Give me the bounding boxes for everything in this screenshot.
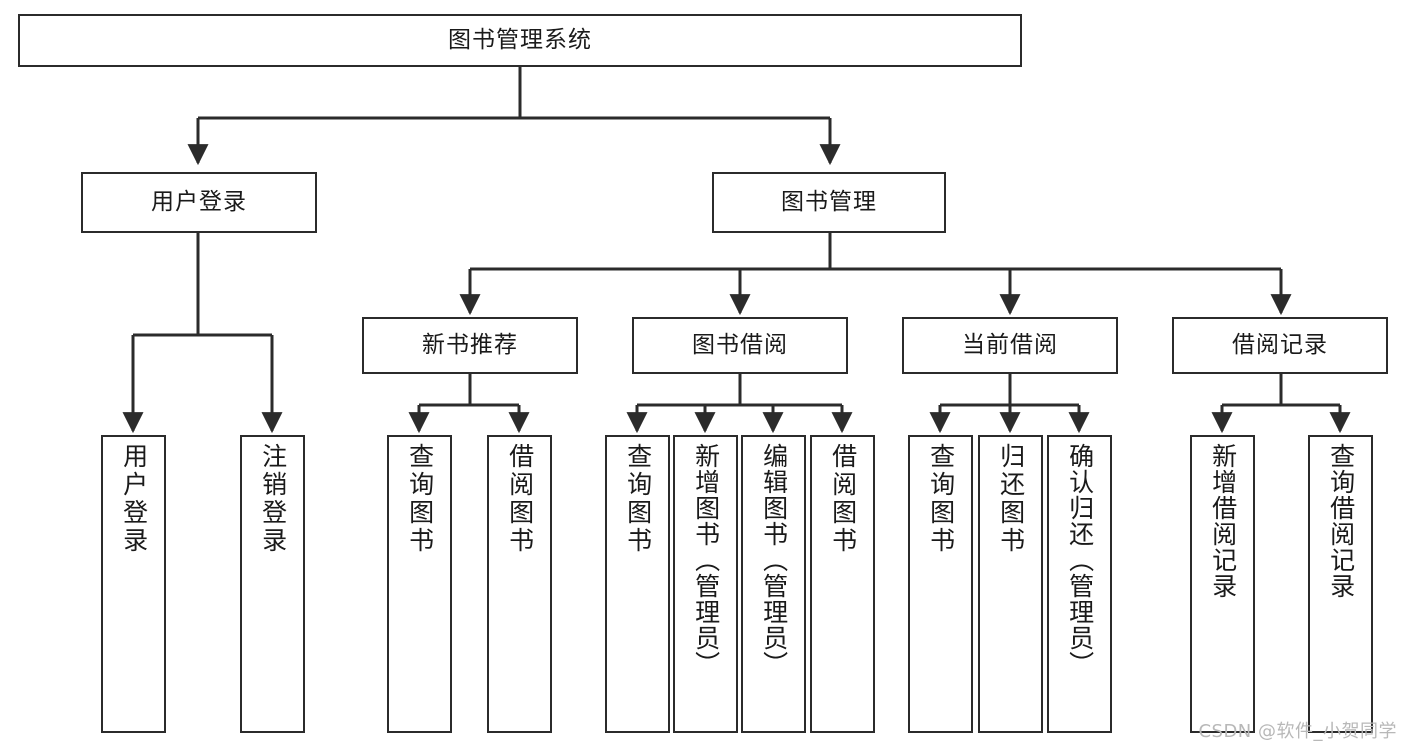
node-label: 借阅记录	[1232, 331, 1328, 358]
leaf-user-login-signout[interactable]: 注销登录	[240, 435, 305, 733]
node-book-borrow[interactable]: 图书借阅	[632, 317, 848, 374]
node-label: 图书借阅	[692, 331, 788, 358]
node-borrow-record[interactable]: 借阅记录	[1172, 317, 1388, 374]
leaf-book-borrow-add-admin[interactable]: 新增图书（管理员）	[673, 435, 738, 733]
node-label: 编辑图书（管理员）	[759, 443, 789, 677]
node-label: 图书管理系统	[448, 26, 592, 53]
leaf-borrow-record-add[interactable]: 新增借阅记录	[1190, 435, 1255, 733]
node-label: 用户登录	[151, 188, 247, 215]
node-label: 注销登录	[258, 443, 288, 555]
leaf-book-borrow-edit-admin[interactable]: 编辑图书（管理员）	[741, 435, 806, 733]
node-label: 新增借阅记录	[1208, 443, 1238, 599]
node-current-borrow[interactable]: 当前借阅	[902, 317, 1118, 374]
node-label: 新增图书（管理员）	[691, 443, 721, 677]
node-label: 查询图书	[926, 443, 956, 555]
node-label: 查询图书	[623, 443, 653, 555]
watermark-text: CSDN @软件_小贺同学	[1198, 721, 1397, 742]
node-label: 新书推荐	[422, 331, 518, 358]
leaf-new-book-query[interactable]: 查询图书	[387, 435, 452, 733]
leaf-current-borrow-return[interactable]: 归还图书	[978, 435, 1043, 733]
node-label: 借阅图书	[828, 443, 858, 555]
node-user-login[interactable]: 用户登录	[81, 172, 317, 233]
node-label: 用户登录	[119, 443, 149, 555]
leaf-current-borrow-query[interactable]: 查询图书	[908, 435, 973, 733]
leaf-user-login-signin[interactable]: 用户登录	[101, 435, 166, 733]
leaf-borrow-record-query[interactable]: 查询借阅记录	[1308, 435, 1373, 733]
leaf-book-borrow-query[interactable]: 查询图书	[605, 435, 670, 733]
leaf-new-book-borrow[interactable]: 借阅图书	[487, 435, 552, 733]
node-label: 查询借阅记录	[1326, 443, 1356, 599]
node-label: 借阅图书	[505, 443, 535, 555]
node-root-system[interactable]: 图书管理系统	[18, 14, 1022, 67]
node-label: 图书管理	[781, 188, 877, 215]
node-book-management[interactable]: 图书管理	[712, 172, 946, 233]
node-label: 当前借阅	[962, 331, 1058, 358]
leaf-current-borrow-confirm-admin[interactable]: 确认归还（管理员）	[1047, 435, 1112, 733]
node-label: 确认归还（管理员）	[1065, 443, 1095, 677]
leaf-book-borrow-borrow[interactable]: 借阅图书	[810, 435, 875, 733]
node-label: 归还图书	[996, 443, 1026, 555]
node-new-book-recommend[interactable]: 新书推荐	[362, 317, 578, 374]
node-label: 查询图书	[405, 443, 435, 555]
